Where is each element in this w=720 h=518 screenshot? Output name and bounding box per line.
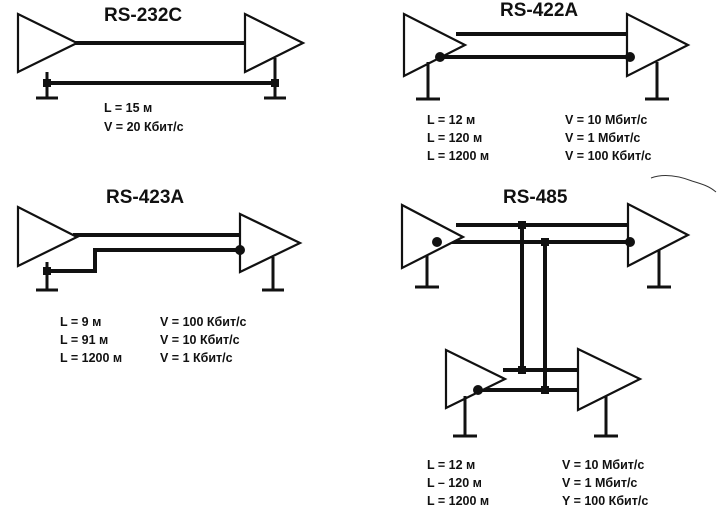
- rs232c-length: L = 15 м: [104, 101, 152, 115]
- rs485-driver-triangle-top: [400, 203, 466, 270]
- rs232c-junction: [43, 79, 51, 87]
- rs422a-length-2: L = 120 м: [427, 131, 482, 145]
- rs485-node: [473, 385, 483, 395]
- pen-mark: [650, 175, 717, 193]
- rs485-node: [432, 237, 442, 247]
- rs423a-title: RS-423A: [106, 187, 184, 208]
- rs232c-speed: V = 20 Кбит/с: [104, 120, 184, 134]
- rs422a-driver-triangle: [402, 12, 468, 78]
- rs423a-return-line: [45, 248, 242, 273]
- rs232c-junction: [271, 79, 279, 87]
- rs423a-length-2: L = 91 м: [60, 333, 108, 347]
- rs485-driver-triangle-bottom: [444, 348, 508, 410]
- rs232c-receiver-triangle: [243, 12, 306, 74]
- rs423a-driver-triangle: [16, 205, 80, 268]
- rs422a-length-3: L = 1200 м: [427, 149, 489, 163]
- rs485-junction: [518, 366, 526, 374]
- rs423a-speed-1: V = 100 Кбит/с: [160, 315, 247, 329]
- rs485-junction: [541, 238, 549, 246]
- rs422a-node: [625, 52, 635, 62]
- rs485-junction: [541, 386, 549, 394]
- rs485-title: RS-485: [503, 187, 568, 208]
- rs485-length-1: L = 12 м: [427, 458, 475, 472]
- rs422a-diagram: RS-422A L = 12 м L = 120 м L = 1200 м V …: [402, 0, 717, 193]
- rs423a-node: [235, 245, 245, 255]
- rs423a-length-1: L = 9 м: [60, 315, 101, 329]
- rs485-speed-1: V = 10 Мбит/с: [562, 458, 644, 472]
- rs423a-speed-2: V = 10 Кбит/с: [160, 333, 240, 347]
- rs422a-node: [435, 52, 445, 62]
- rs232c-driver-triangle: [16, 12, 80, 74]
- rs485-speed-2: V = 1 Мбит/с: [562, 476, 637, 490]
- rs485-length-3: L = 1200 м: [427, 494, 489, 508]
- rs423a-length-3: L = 1200 м: [60, 351, 122, 365]
- rs422a-receiver-triangle: [625, 12, 691, 78]
- rs423a-speed-3: V = 1 Кбит/с: [160, 351, 233, 365]
- rs422a-speed-3: V = 100 Кбит/с: [565, 149, 652, 163]
- rs232c-title: RS-232C: [104, 5, 182, 26]
- rs485-length-2: L – 120 м: [427, 476, 482, 490]
- rs485-speed-3: Y = 100 Кбит/с: [562, 494, 648, 508]
- rs422a-speed-1: V = 10 Мбит/с: [565, 113, 647, 127]
- rs422a-speed-2: V = 1 Мбит/с: [565, 131, 640, 145]
- rs423a-diagram: RS-423A L = 9 м L = 91 м L = 1200 м V = …: [16, 187, 303, 365]
- rs232c-diagram: RS-232C L = 15 м V = 20 Кбит/с: [16, 5, 306, 134]
- rs422a-title: RS-422A: [500, 0, 578, 21]
- rs422a-length-1: L = 12 м: [427, 113, 475, 127]
- rs423a-receiver-triangle: [238, 212, 303, 274]
- rs485-junction: [518, 221, 526, 229]
- rs485-diagram: RS-485 L = 12 м L – 120 м: [400, 187, 691, 508]
- rs485-receiver-triangle-bottom: [576, 347, 643, 412]
- rs485-node: [625, 237, 635, 247]
